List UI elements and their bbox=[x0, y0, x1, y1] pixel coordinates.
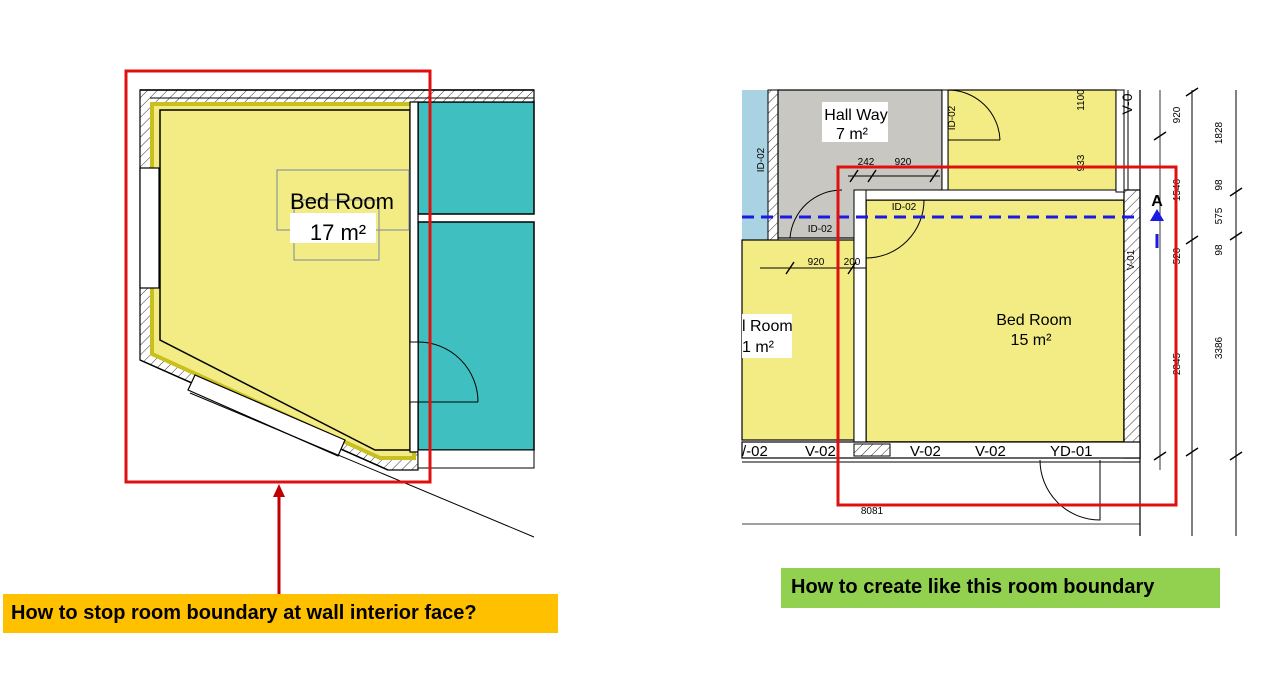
left-caption: How to stop room boundary at wall interi… bbox=[3, 594, 558, 633]
left-window-1 bbox=[139, 167, 160, 289]
teal-room-lower bbox=[417, 221, 535, 451]
tag-text: V-02 bbox=[805, 443, 836, 460]
upper-right-room bbox=[947, 89, 1117, 193]
dim-text: 200 bbox=[844, 257, 861, 268]
dim-text: 1100 bbox=[1076, 89, 1087, 111]
tag-text: V-02 bbox=[975, 443, 1006, 460]
hallway-area: 7 m² bbox=[836, 126, 869, 143]
right-highlight-box bbox=[836, 165, 1178, 507]
tag-text: ID-02 bbox=[892, 202, 917, 213]
dim-text: 920 bbox=[1172, 106, 1183, 123]
dim-text: 98 bbox=[1214, 179, 1225, 191]
right-caption: How to create like this room boundary bbox=[781, 568, 1220, 608]
tag-text: /-02 bbox=[742, 443, 768, 460]
right-bedroom-floor bbox=[865, 199, 1125, 443]
right-bedroom-area: 15 m² bbox=[1011, 332, 1053, 349]
left-highlight-box bbox=[124, 69, 432, 484]
tag-text: ID-02 bbox=[756, 147, 767, 172]
dim-text: 8081 bbox=[861, 506, 884, 517]
light-blue-room bbox=[742, 90, 768, 240]
dim-text: 933 bbox=[1076, 154, 1087, 171]
partial-room-name: l Room bbox=[742, 318, 793, 335]
dim-text: 575 bbox=[1214, 207, 1225, 224]
tag-text: YD-01 bbox=[1050, 443, 1093, 460]
left-partition-wall bbox=[409, 101, 419, 453]
hallway-name: Hall Way bbox=[824, 107, 887, 124]
left-room-area: 17 m² bbox=[310, 220, 366, 245]
right-exterior-wall bbox=[1123, 189, 1141, 459]
tag-text: ID-02 bbox=[947, 105, 958, 130]
dim-text: 98 bbox=[1214, 244, 1225, 256]
teal-room-upper bbox=[417, 101, 535, 215]
right-bedroom-name: Bed Room bbox=[996, 312, 1072, 329]
tag-text: V-0 bbox=[1119, 93, 1135, 114]
left-floor-plan: Bed Room 17 m² bbox=[139, 89, 535, 538]
dim-text: 920 bbox=[808, 257, 825, 268]
dim-text: 242 bbox=[858, 157, 875, 168]
left-diagonal-window bbox=[187, 374, 346, 457]
left-room-floor bbox=[159, 109, 411, 451]
dim-text: 1828 bbox=[1214, 121, 1225, 144]
tag-text: ID-02 bbox=[808, 224, 833, 235]
left-room-name: Bed Room bbox=[290, 189, 394, 214]
partial-room-area: 1 m² bbox=[742, 339, 775, 356]
tag-text: V-01 bbox=[1126, 249, 1137, 270]
tag-text: V-02 bbox=[910, 443, 941, 460]
right-floor-plan: A Hall Way 7 m² Bed Room 15 m² l Room 1 … bbox=[741, 87, 1243, 536]
right-bottom-wall bbox=[741, 441, 1141, 459]
dim-text: 920 bbox=[895, 157, 912, 168]
dim-text: 3386 bbox=[1214, 336, 1225, 359]
section-marker: A bbox=[1151, 193, 1163, 210]
